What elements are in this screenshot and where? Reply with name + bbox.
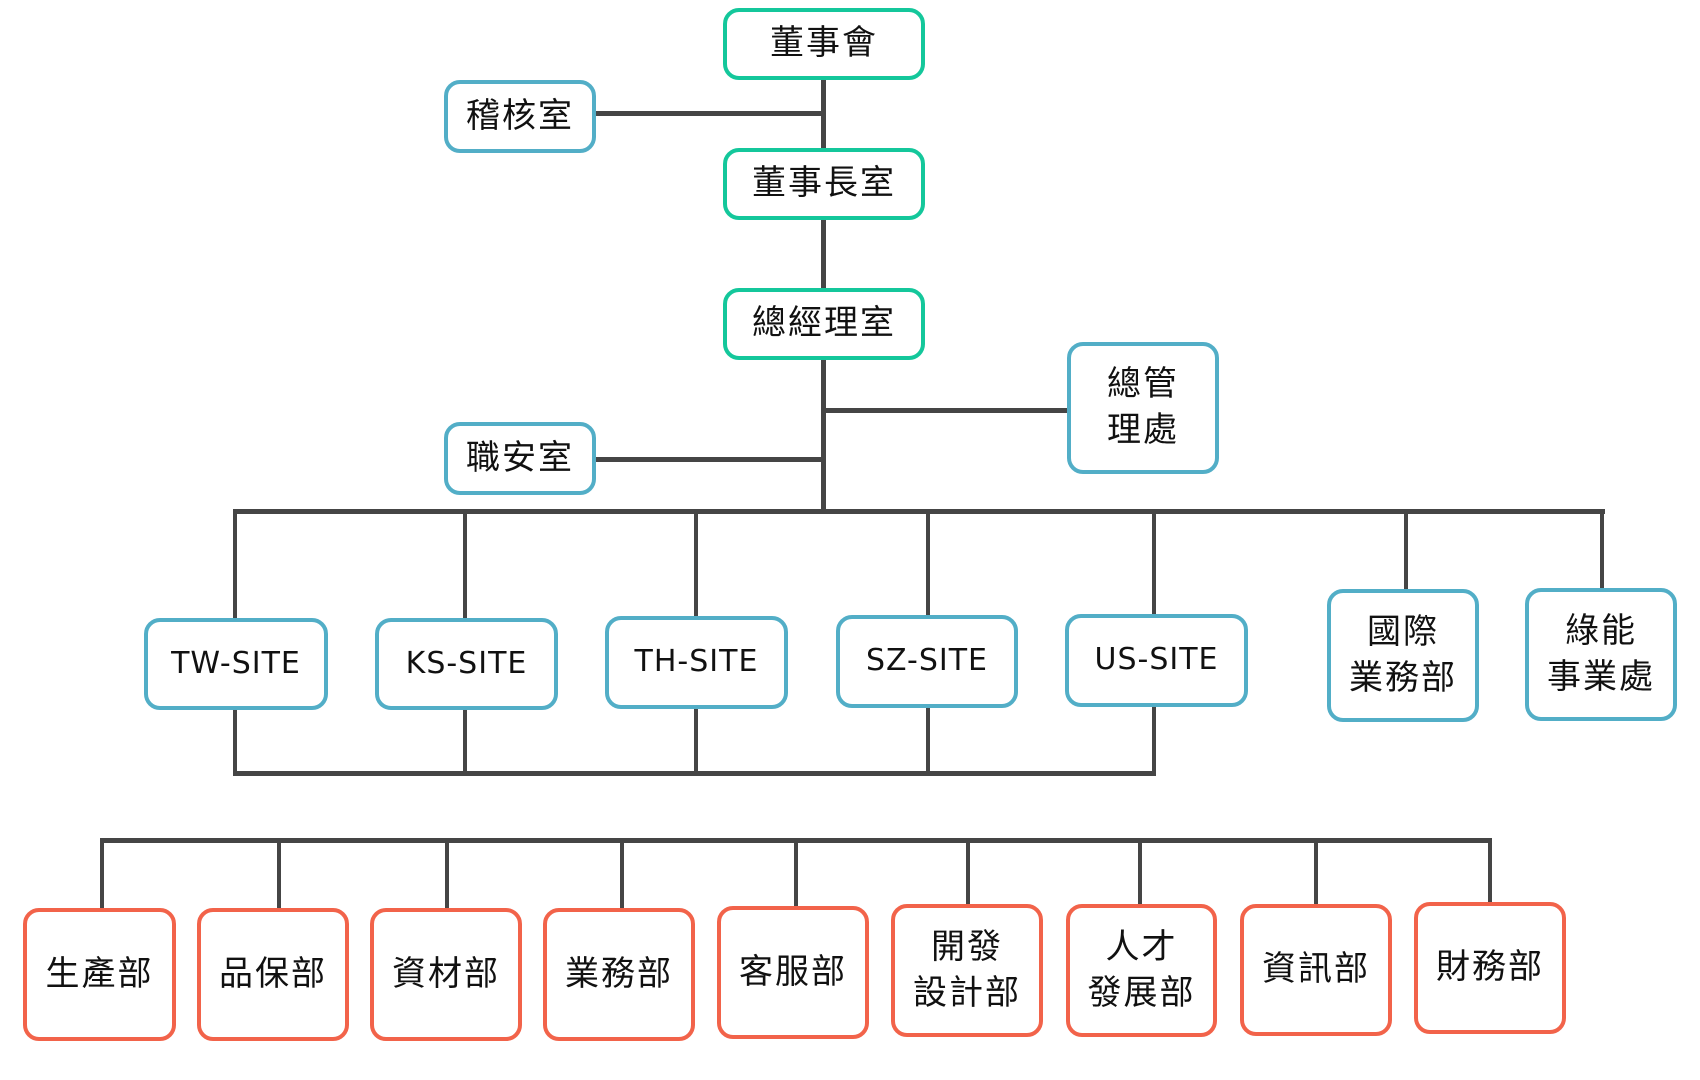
department-line-1: 資材部 [392,953,500,994]
department-line-1: 生產部 [45,953,154,994]
node-ks-site-label: KS-SITE [405,645,528,681]
department-line-1: 品保部 [219,953,327,994]
node-department: 品保部 [197,908,349,1041]
node-international-business: 國際 業務部 [1327,589,1479,722]
node-international-business-line-1: 國際 [1367,611,1439,652]
connector-dept-2 [277,840,281,910]
node-department: 人才 發展部 [1066,904,1217,1037]
department-line-1: 資訊部 [1262,949,1370,990]
node-board: 董事會 [723,8,925,80]
department-line-1: 客服部 [739,951,847,992]
node-gm-office-label: 總經理室 [752,303,896,344]
node-green-energy-line-2: 事業處 [1547,656,1655,697]
connector-dept-9 [1488,840,1492,904]
connector-ks-site [463,511,467,621]
node-department: 客服部 [717,906,869,1039]
connector-th-site [694,511,698,621]
connector-international [1404,511,1408,591]
node-sz-site-label: SZ-SITE [865,643,989,679]
connector-sz-site [926,511,930,619]
node-department: 資訊部 [1240,904,1392,1036]
node-green-energy-line-1: 綠能 [1565,610,1637,651]
connector-tw-down [233,708,237,775]
department-line-1: 人才 [1105,926,1178,967]
connector-th-down [694,708,698,775]
node-department: 財務部 [1414,902,1566,1034]
connector-dept-3 [445,840,449,910]
node-tw-site-label: TW-SITE [171,645,301,681]
node-safety-office: 職安室 [444,422,596,495]
node-chairman-office-label: 董事長室 [752,163,896,204]
connector-dept-6 [966,840,970,906]
node-safety-office-label: 職安室 [466,437,574,478]
connector-site-bar [233,509,1605,514]
node-department: 資材部 [370,908,522,1041]
connector-dept-7 [1138,840,1142,906]
node-green-energy: 綠能 事業處 [1525,588,1677,721]
connector-safety [592,457,824,462]
node-department: 生產部 [23,908,176,1041]
connector-us-down [1152,706,1156,775]
node-department: 開發 設計部 [891,904,1043,1037]
connector-general-admin [823,408,1070,413]
connector-dept-5 [794,840,798,908]
department-line-1: 開發 [931,926,1003,967]
node-chairman-office: 董事長室 [723,148,925,220]
connector-dept-1 [100,840,104,910]
connector-dept-4 [620,840,624,910]
node-th-site: TH-SITE [605,616,788,709]
node-general-admin-line-1: 總管 [1107,364,1179,405]
node-tw-site: TW-SITE [144,618,328,710]
node-us-site: US-SITE [1065,614,1248,707]
connector-us-site [1152,511,1156,619]
node-board-label: 董事會 [770,23,878,64]
connector-sz-down [926,706,930,775]
node-audit-office-label: 稽核室 [466,95,574,136]
connector-ks-down [463,708,467,775]
node-us-site-label: US-SITE [1094,642,1219,678]
node-audit-office: 稽核室 [444,80,596,153]
connector-dept-8 [1314,840,1318,906]
node-ks-site: KS-SITE [375,618,558,710]
department-line-1: 財務部 [1436,947,1544,988]
node-international-business-line-2: 業務部 [1349,657,1457,698]
connector-green-energy [1600,511,1604,591]
node-general-admin: 總管 理處 [1067,342,1219,474]
department-line-2: 設計部 [913,972,1021,1013]
department-line-1: 業務部 [565,953,673,994]
node-gm-office: 總經理室 [723,288,925,360]
node-department: 業務部 [543,908,695,1041]
node-sz-site: SZ-SITE [836,615,1018,708]
node-general-admin-line-2: 理處 [1107,410,1179,450]
connector-audit [592,111,824,116]
department-line-2: 發展部 [1087,972,1196,1013]
connector-site-bottom-bar [233,771,1156,776]
connector-tw-site [233,511,237,621]
node-th-site-label: TH-SITE [634,644,759,680]
